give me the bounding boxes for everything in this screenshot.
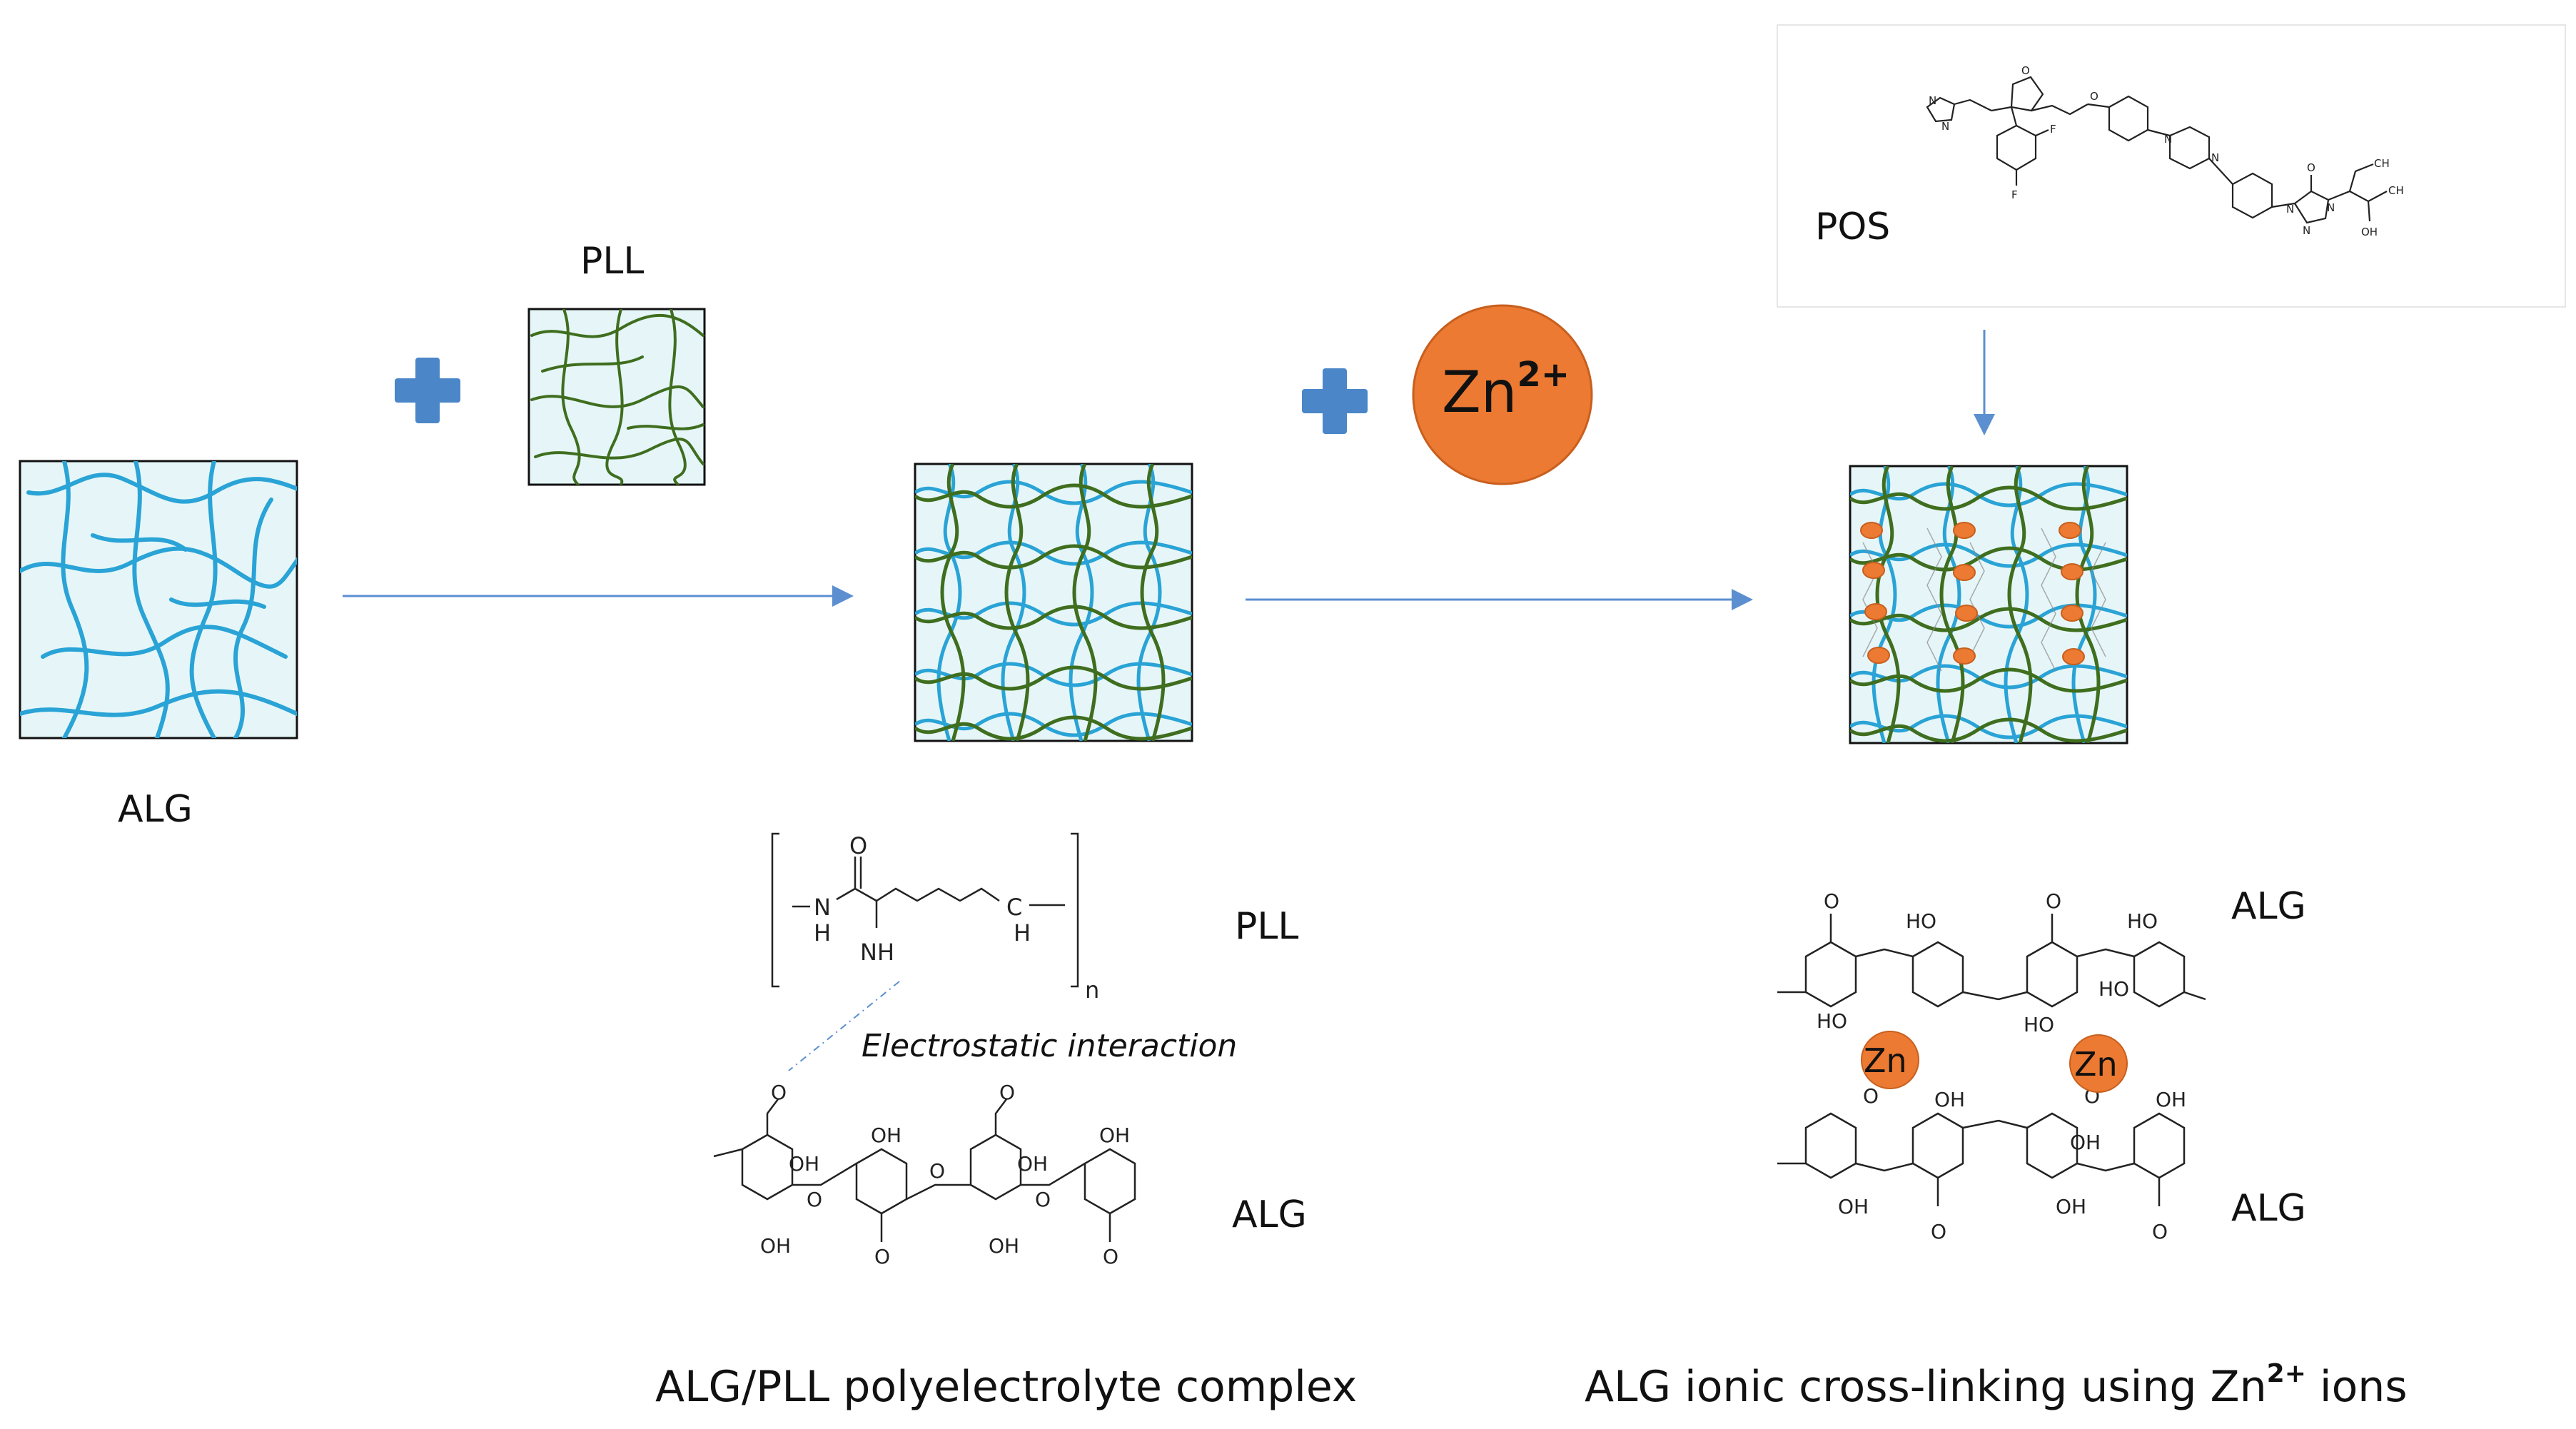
- zinc-dots: [1860, 522, 2085, 665]
- svg-text:O: O: [874, 1245, 890, 1268]
- svg-text:HO: HO: [1817, 1009, 1847, 1033]
- svg-text:OH: OH: [2361, 226, 2378, 238]
- alg-label-middle: ALG: [1232, 1193, 1307, 1236]
- svg-text:OH: OH: [2070, 1131, 2101, 1154]
- pll-label-top: PLL: [580, 240, 645, 283]
- svg-text:O: O: [1863, 1084, 1879, 1108]
- alg-label-right-bottom: ALG: [2231, 1187, 2306, 1230]
- svg-text:HO: HO: [2098, 977, 2129, 1001]
- svg-text:O: O: [999, 1081, 1015, 1104]
- plus-sign-2: [1302, 368, 1368, 434]
- alg-eggbox-atoms: O HO HO O HO HO HO O OH OH O OH OH OH O …: [1817, 889, 2186, 1243]
- pos-label: POS: [1815, 206, 1891, 248]
- electrostatic-link: [788, 981, 900, 1071]
- svg-text:OH: OH: [760, 1234, 791, 1258]
- svg-text:N: N: [1929, 94, 1936, 107]
- svg-text:OH: OH: [1838, 1195, 1869, 1218]
- svg-text:H: H: [1014, 919, 1031, 946]
- alg-chain-middle-atoms: O OH OH O OH O O O OH OH O OH O: [760, 1081, 1130, 1268]
- svg-text:O: O: [2046, 889, 2061, 913]
- svg-text:O: O: [771, 1081, 787, 1104]
- svg-text:CH: CH: [2374, 157, 2390, 170]
- zn-ion-circle: [1412, 304, 1593, 485]
- svg-text:N: N: [2286, 203, 2294, 216]
- pll-label-middle: PLL: [1235, 905, 1299, 948]
- svg-text:O: O: [1824, 889, 1839, 913]
- pll-structure: [771, 832, 1079, 988]
- pll-network-square: [527, 308, 706, 486]
- svg-text:O: O: [849, 832, 867, 859]
- svg-text:HO: HO: [2127, 909, 2158, 933]
- zn-label-1: Zn: [1864, 1041, 1907, 1080]
- pos-molecule: [1926, 76, 2388, 224]
- svg-text:N: N: [2211, 151, 2219, 164]
- svg-text:HO: HO: [2024, 1013, 2054, 1036]
- pos-molecule-atoms: N N O F F O N N N O N N CH CH OH: [1929, 64, 2404, 238]
- svg-text:n: n: [1085, 976, 1099, 1004]
- svg-text:N: N: [2303, 224, 2310, 237]
- svg-text:O: O: [1035, 1188, 1051, 1211]
- svg-text:O: O: [1931, 1220, 1946, 1243]
- plus-sign-1: [395, 358, 460, 423]
- svg-text:O: O: [807, 1188, 822, 1211]
- svg-text:F: F: [2011, 188, 2018, 201]
- svg-text:H: H: [814, 919, 831, 946]
- svg-text:OH: OH: [2056, 1195, 2086, 1218]
- zn-label-2: Zn: [2074, 1045, 2118, 1084]
- pll-structure-text: N H O NH C H n: [814, 832, 1099, 1004]
- svg-text:O: O: [2021, 64, 2030, 77]
- svg-text:CH: CH: [2388, 184, 2404, 197]
- svg-text:OH: OH: [2156, 1088, 2186, 1111]
- alg-chain-middle: [713, 1099, 1136, 1242]
- alg-pll-complex-square: [914, 463, 1193, 742]
- svg-text:OH: OH: [1099, 1123, 1130, 1147]
- alg-label-right-top: ALG: [2231, 885, 2306, 928]
- svg-text:N: N: [1941, 120, 1949, 133]
- svg-text:O: O: [2090, 90, 2098, 103]
- svg-text:OH: OH: [1934, 1088, 1965, 1111]
- svg-text:O: O: [2152, 1220, 2168, 1243]
- svg-text:N: N: [814, 894, 831, 921]
- zn-ion-1: [1861, 1031, 1919, 1089]
- svg-text:OH: OH: [871, 1123, 901, 1147]
- alg-label-left: ALG: [118, 788, 193, 831]
- svg-text:NH: NH: [860, 939, 894, 966]
- pos-box: [1777, 24, 2566, 308]
- alg-eggbox-structure: [1777, 914, 2206, 1206]
- zn-ion-2: [2069, 1034, 2128, 1093]
- svg-text:N: N: [2327, 201, 2335, 214]
- electrostatic-label: Electrostatic interaction: [862, 1028, 1238, 1064]
- svg-text:OH: OH: [989, 1234, 1019, 1258]
- caption-right: ALG ionic cross-linking using Zn2+ ions: [1585, 1359, 2408, 1413]
- svg-text:HO: HO: [1906, 909, 1936, 933]
- svg-text:F: F: [2050, 123, 2056, 136]
- svg-text:C: C: [1006, 894, 1022, 921]
- svg-text:OH: OH: [1017, 1152, 1048, 1176]
- caption-left: ALG/PLL polyelectrolyte complex: [655, 1362, 1358, 1412]
- zn-ion-label: Zn2+: [1442, 355, 1570, 425]
- svg-text:O: O: [2307, 161, 2315, 174]
- svg-text:N: N: [2164, 133, 2172, 146]
- alg-network-square: [19, 460, 298, 739]
- svg-text:OH: OH: [789, 1152, 819, 1176]
- svg-text:O: O: [929, 1159, 945, 1183]
- svg-text:O: O: [1103, 1245, 1118, 1268]
- crosslinked-gel-square: [1849, 465, 2128, 744]
